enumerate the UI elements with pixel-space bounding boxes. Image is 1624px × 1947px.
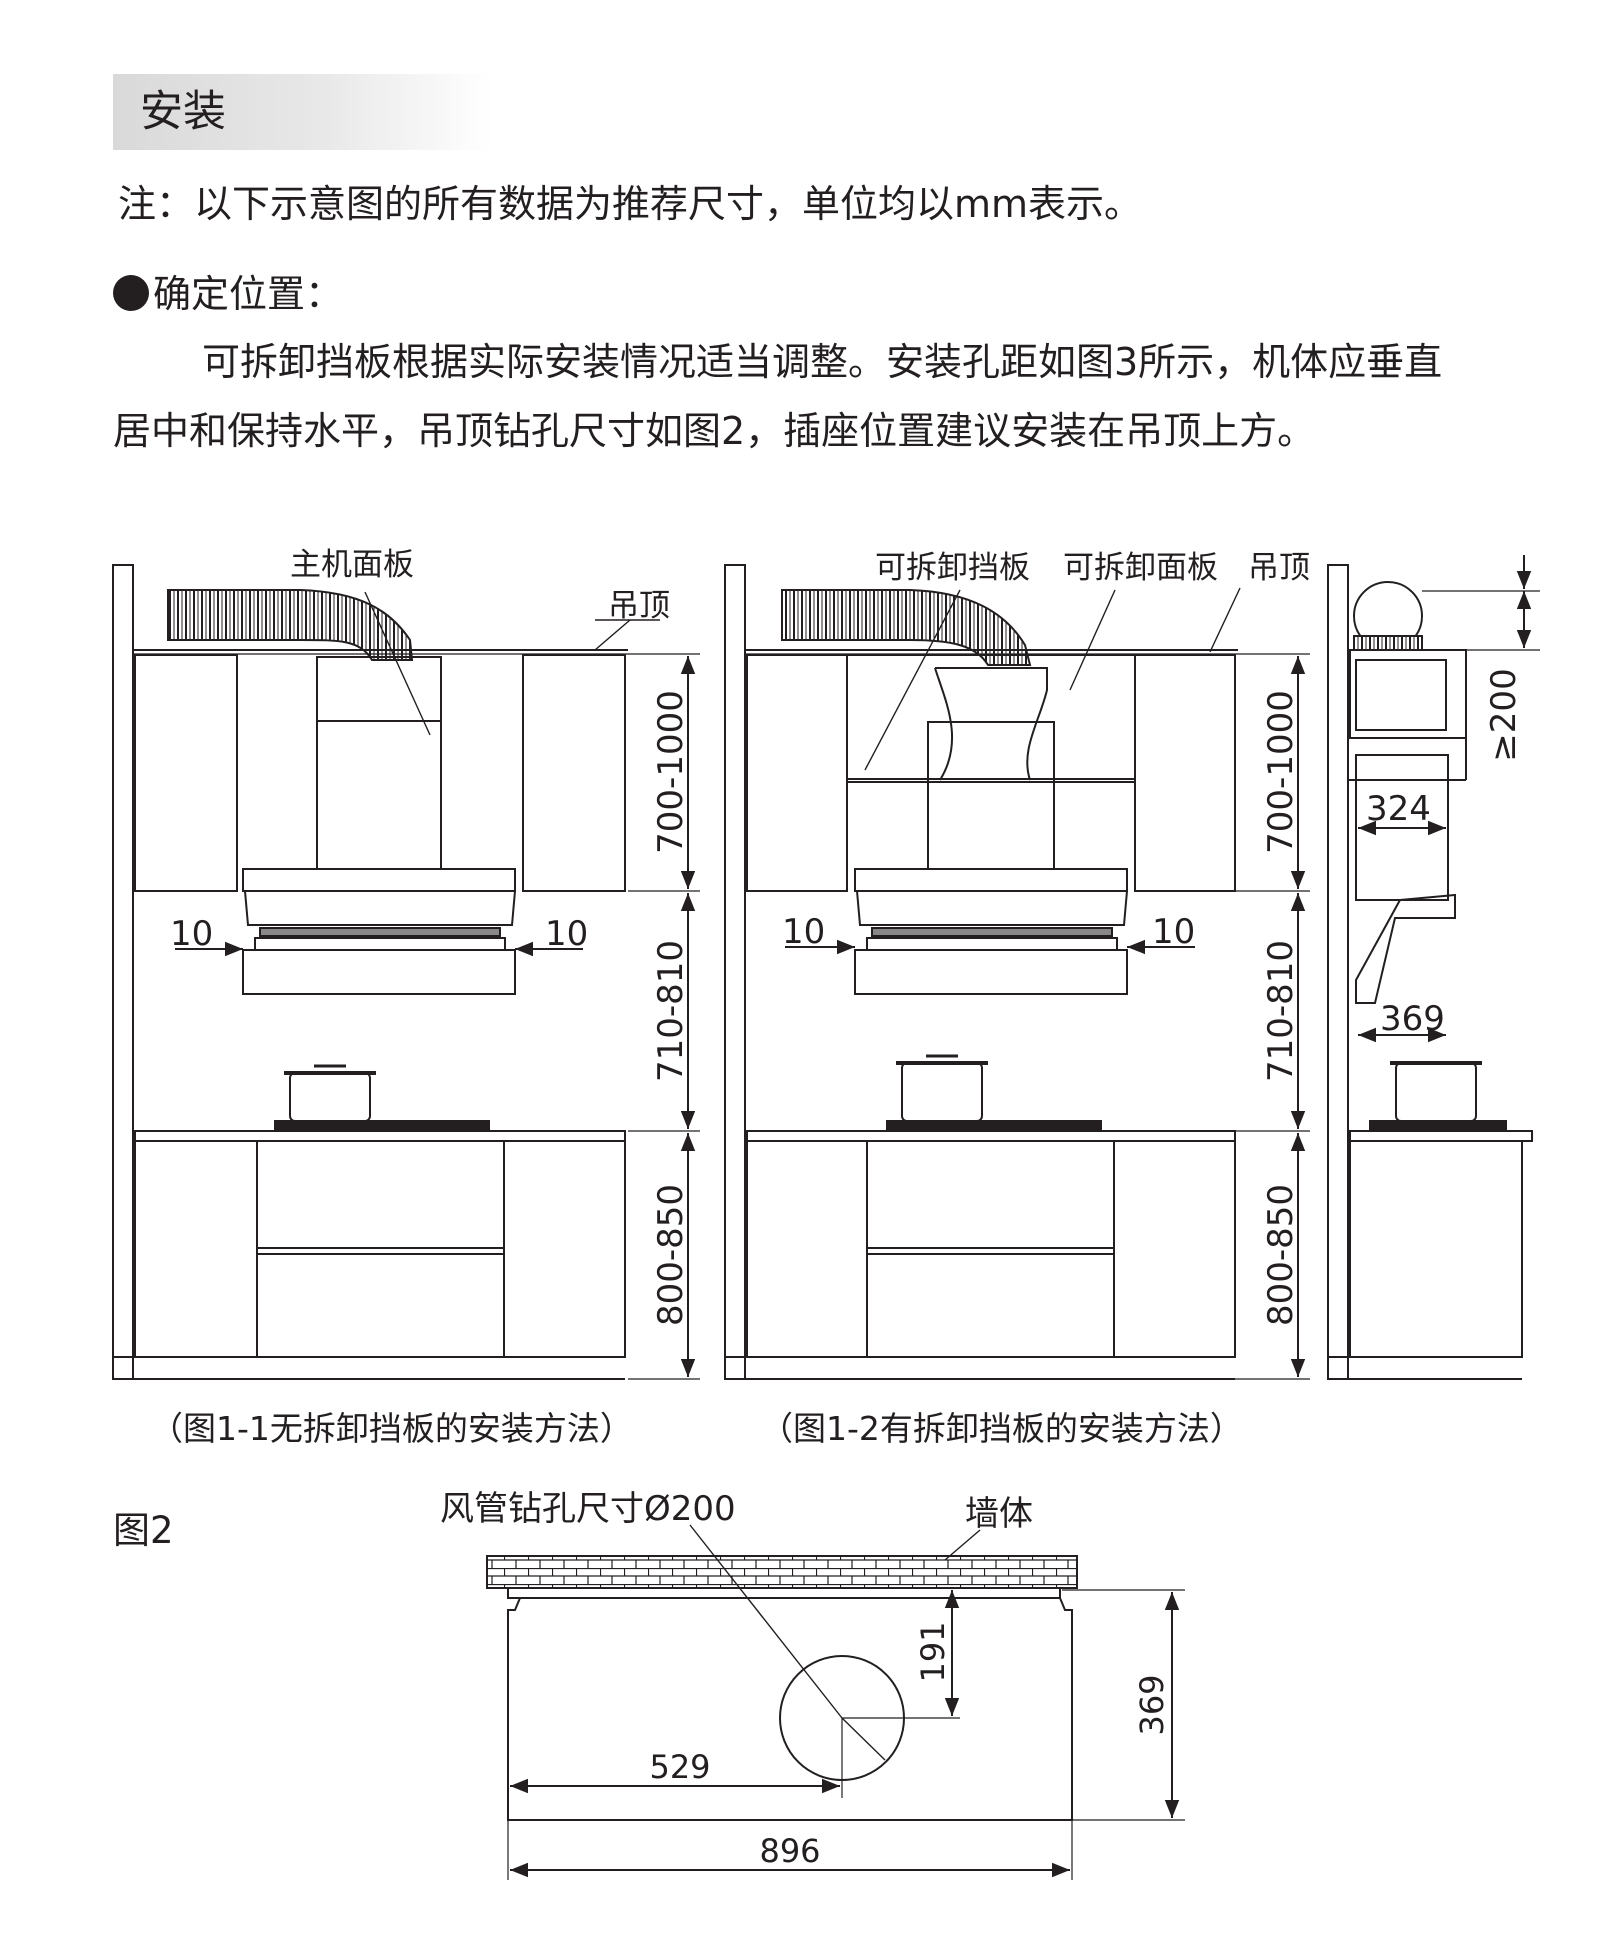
figure-2 bbox=[486, 1524, 1185, 1880]
chimney bbox=[927, 721, 1055, 870]
fig1-1-dim-mid: 710-810 bbox=[651, 940, 691, 1082]
hood-body bbox=[854, 949, 1128, 995]
upper-cabinet-right bbox=[522, 654, 626, 892]
duct-leader bbox=[689, 1524, 843, 1719]
figure2-label-wall: 墙体 bbox=[965, 1494, 1033, 1534]
fig1-1-dim-right: 10 bbox=[545, 914, 588, 954]
fig1-1-dim-left: 10 bbox=[170, 914, 213, 954]
hood-top bbox=[242, 868, 516, 892]
fig1-1-label-panel: 主机面板 bbox=[290, 547, 414, 583]
chimney-lower bbox=[316, 720, 442, 870]
side-dim-depth-bottom: 369 bbox=[1380, 999, 1445, 1039]
pot bbox=[1395, 1062, 1477, 1122]
wall-bricks bbox=[486, 1555, 1078, 1589]
top-lip bbox=[507, 1588, 1061, 1599]
pot bbox=[289, 1072, 371, 1122]
figure-1-2 bbox=[724, 564, 1310, 1380]
upper-cabinet-left bbox=[134, 654, 238, 892]
side-hood bbox=[1355, 893, 1456, 1004]
section-title: 安装 bbox=[140, 87, 226, 137]
section-header-bar bbox=[113, 74, 493, 150]
base-cabinet bbox=[1349, 1140, 1523, 1358]
fig1-2-label-panel: 可拆卸面板 bbox=[1063, 550, 1218, 586]
hood-body bbox=[242, 949, 516, 995]
removable-baffle bbox=[846, 654, 1136, 783]
figure2-label-duct: 风管钻孔尺寸Ø200 bbox=[440, 1489, 736, 1529]
position-heading-text: 确定位置： bbox=[153, 272, 344, 316]
pot bbox=[901, 1062, 983, 1122]
upper-cabinet-right bbox=[1134, 654, 1236, 892]
fig1-2-dim-right: 10 bbox=[1152, 912, 1195, 952]
position-line-2: 居中和保持水平，吊顶钻孔尺寸如图2，插座位置建议安装在吊顶上方。 bbox=[113, 409, 1316, 453]
fig1-2-label-ceiling: 吊顶 bbox=[1248, 550, 1310, 586]
cooktop bbox=[274, 1120, 490, 1132]
wall-column bbox=[1327, 564, 1349, 1380]
fig1-2-dim-left: 10 bbox=[782, 912, 825, 952]
cooktop bbox=[1369, 1120, 1507, 1132]
hood-top bbox=[854, 868, 1128, 892]
note-text: 注：以下示意图的所有数据为推荐尺寸，单位均以mm表示。 bbox=[118, 182, 1143, 226]
side-baffle bbox=[1349, 649, 1467, 739]
side-dim-depth-top: 324 bbox=[1366, 789, 1431, 829]
fig2-dim-hole-depth: 191 bbox=[914, 1621, 952, 1682]
position-heading: 确定位置： bbox=[113, 268, 343, 320]
hood-grille bbox=[259, 927, 501, 937]
wall-column bbox=[112, 564, 134, 1380]
counter-top bbox=[746, 1130, 1236, 1142]
fig1-1-label-ceiling: 吊顶 bbox=[608, 588, 670, 624]
cooktop bbox=[886, 1120, 1102, 1132]
chimney-upper bbox=[316, 656, 442, 722]
fig2-dim-hole-x: 529 bbox=[649, 1748, 710, 1786]
fig1-1-caption: （图1-1无拆卸挡板的安装方法） bbox=[150, 1409, 633, 1448]
hood-outline bbox=[507, 1597, 1073, 1821]
figure2-label: 图2 bbox=[113, 1509, 174, 1552]
side-view bbox=[1327, 555, 1540, 1380]
hood-panel bbox=[243, 890, 517, 926]
hood-grille bbox=[871, 927, 1113, 937]
fig1-1-dim-bottom: 800-850 bbox=[651, 1184, 691, 1326]
fig1-2-dim-bottom: 800-850 bbox=[1261, 1184, 1301, 1326]
hood-panel bbox=[855, 890, 1129, 926]
side-dim-clearance: ≥200 bbox=[1484, 668, 1524, 761]
bullet-icon bbox=[113, 275, 149, 311]
position-line-1: 可拆卸挡板根据实际安装情况适当调整。安装孔距如图3所示，机体应垂直 bbox=[202, 340, 1443, 384]
fig2-dim-depth: 369 bbox=[1133, 1674, 1171, 1735]
counter-top bbox=[134, 1130, 626, 1142]
removable-panel bbox=[934, 667, 1048, 781]
wall-column bbox=[724, 564, 746, 1380]
fig1-2-dim-top: 700-1000 bbox=[1261, 690, 1301, 854]
fig1-1-dim-top: 700-1000 bbox=[651, 690, 691, 854]
counter-top bbox=[1349, 1130, 1533, 1142]
fig1-2-dim-mid: 710-810 bbox=[1261, 940, 1301, 1082]
fig1-2-caption: （图1-2有拆卸挡板的安装方法） bbox=[760, 1409, 1243, 1448]
fig1-2-label-baffle: 可拆卸挡板 bbox=[875, 550, 1030, 586]
fig2-dim-width: 896 bbox=[759, 1832, 820, 1870]
figure-1-1 bbox=[112, 564, 700, 1380]
upper-cabinet-left bbox=[746, 654, 848, 892]
